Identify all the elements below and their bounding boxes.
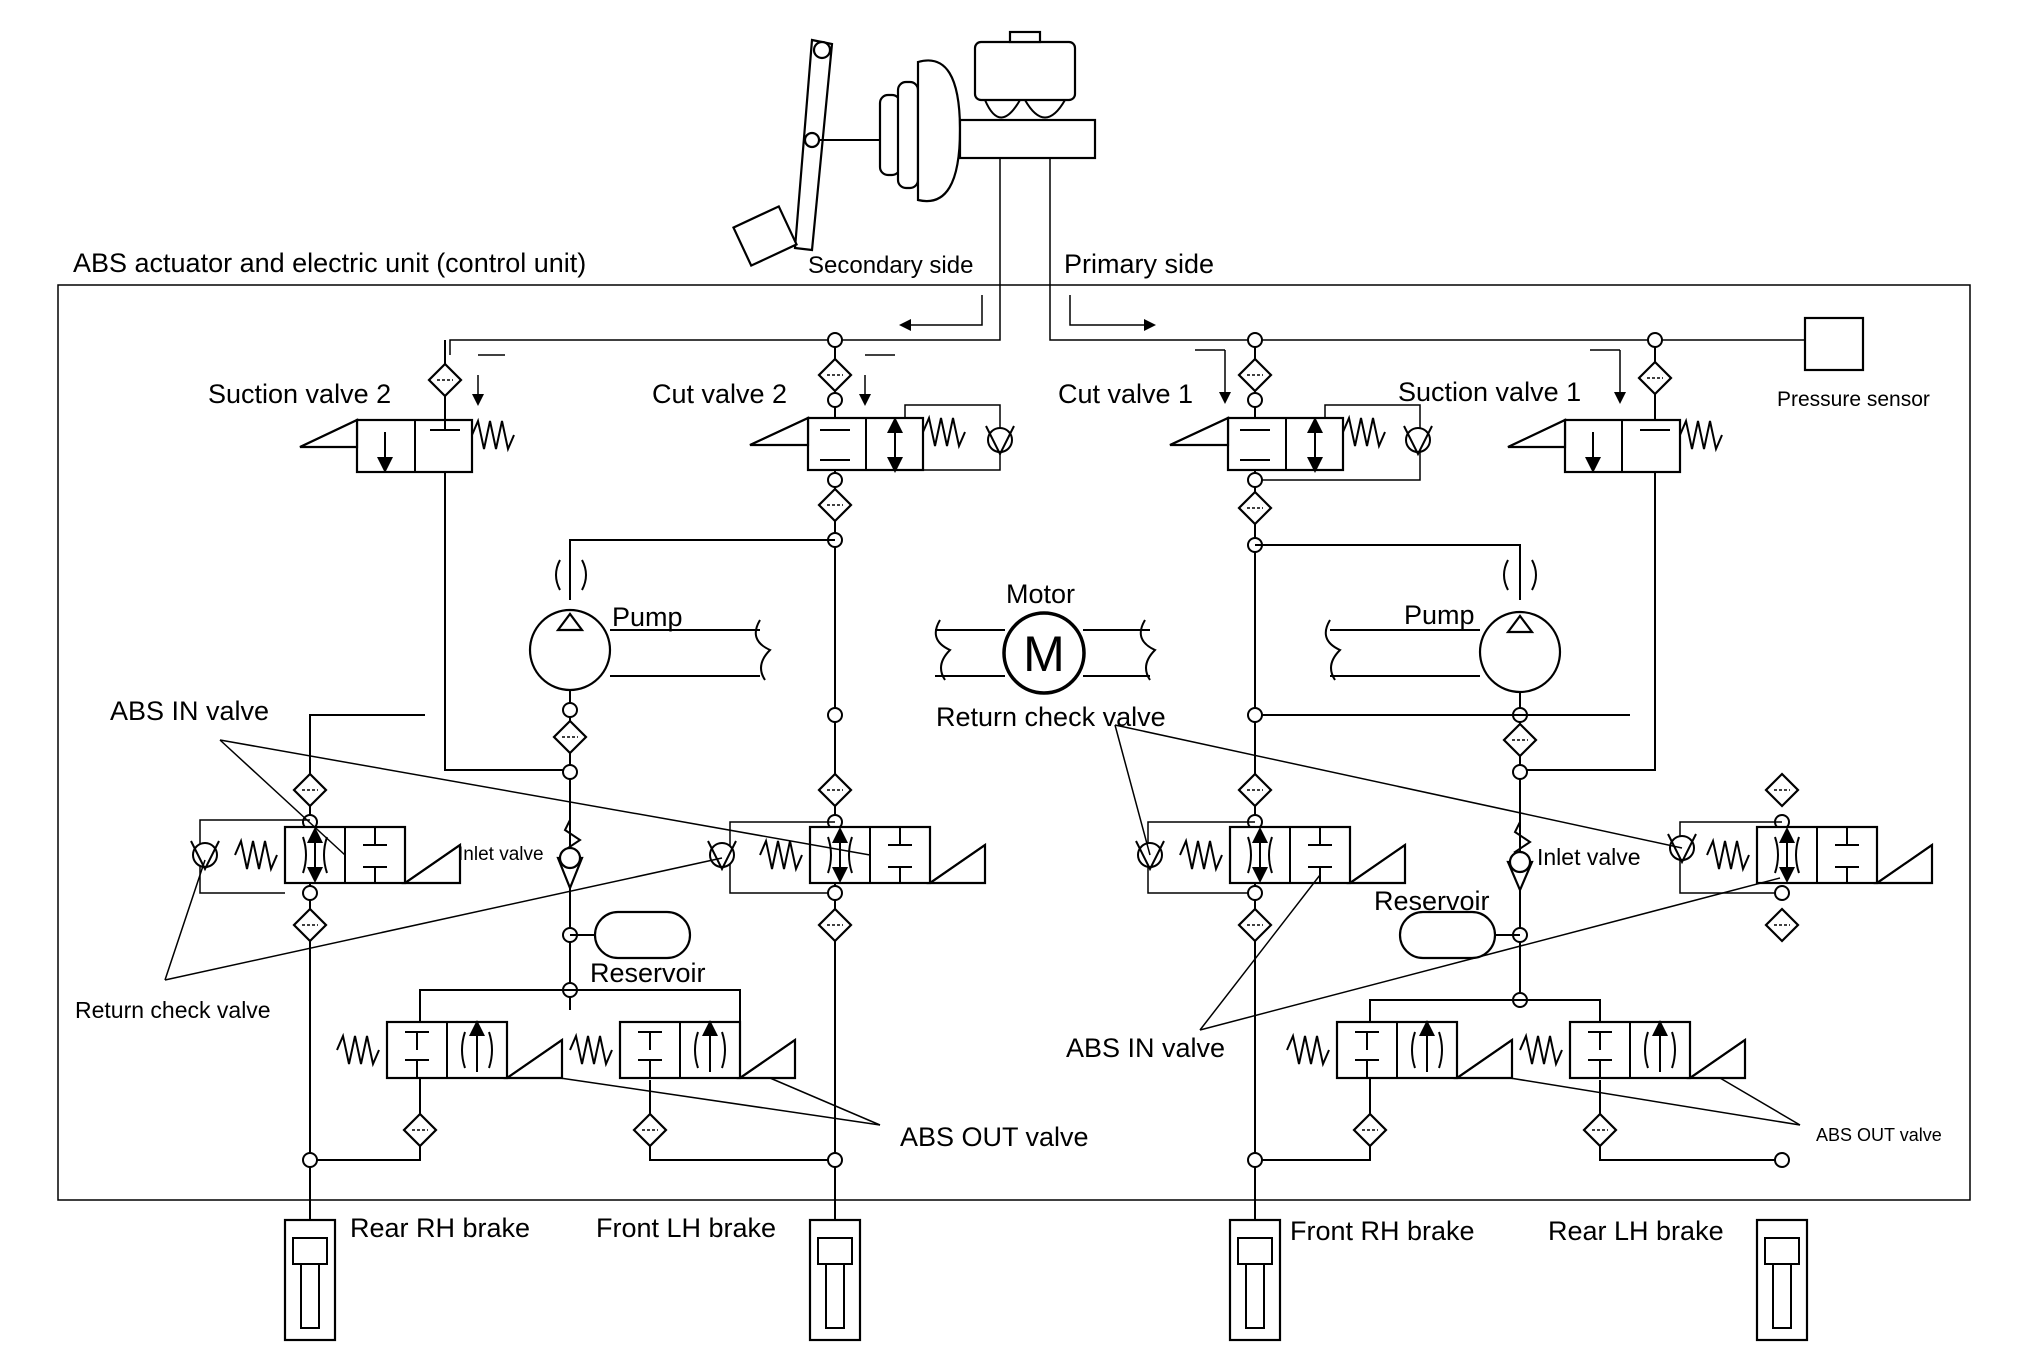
suction-valve-2-label: Suction valve 2 — [208, 379, 391, 409]
primary-circuit — [1135, 332, 1932, 1225]
return-check-valve-left-label: Return check valve — [75, 997, 271, 1023]
motor-symbol-letter: M — [1023, 626, 1065, 682]
pump-right-label: Pump — [1404, 600, 1475, 630]
abs-in-valve-left-label: ABS IN valve — [110, 696, 269, 726]
callout-lines — [164, 724, 1801, 1126]
reservoir-left-label: Reservoir — [590, 958, 706, 988]
rear-lh-brake-label: Rear LH brake — [1548, 1216, 1724, 1246]
secondary-line — [449, 158, 1001, 355]
primary-line — [1049, 158, 1852, 341]
rear-rh-brake-label: Rear RH brake — [350, 1213, 530, 1243]
reservoir-right-label: Reservoir — [1374, 886, 1490, 916]
inlet-valve-right-label: Inlet valve — [1537, 844, 1641, 870]
pressure-sensor-label: Pressure sensor — [1777, 388, 1930, 411]
abs-unit-boundary — [57, 284, 1971, 1201]
return-check-valve-center-label: Return check valve — [936, 702, 1166, 732]
primary-side-label: Primary side — [1064, 249, 1214, 279]
abs-out-valve-left-label: ABS OUT valve — [900, 1122, 1089, 1152]
cut-valve-2-label: Cut valve 2 — [652, 379, 787, 409]
front-rh-brake-cylinder — [1228, 1218, 1282, 1342]
secondary-side-label: Secondary side — [808, 252, 973, 279]
front-rh-brake-label: Front RH brake — [1290, 1216, 1475, 1246]
abs-in-valve-right-label: ABS IN valve — [1066, 1033, 1225, 1063]
cut-valve-1-label: Cut valve 1 — [1058, 379, 1193, 409]
front-lh-brake-label: Front LH brake — [596, 1213, 776, 1243]
front-lh-brake-cylinder — [808, 1218, 862, 1342]
master-cylinder-assembly — [732, 30, 1097, 268]
pressure-sensor-box — [1803, 316, 1865, 372]
motor-symbol: M — [934, 611, 1157, 695]
rear-lh-brake-cylinder — [1755, 1218, 1809, 1342]
pump-left-label: Pump — [612, 602, 683, 632]
suction-valve-1-label: Suction valve 1 — [1398, 377, 1581, 407]
inlet-valve-left-label: Inlet valve — [458, 844, 544, 865]
rear-rh-brake-cylinder — [283, 1218, 337, 1342]
secondary-circuit — [190, 332, 1015, 1225]
abs-out-valve-right-label: ABS OUT valve — [1816, 1125, 1942, 1145]
unit-label: ABS actuator and electric unit (control … — [73, 248, 586, 278]
motor-label: Motor — [1006, 579, 1075, 609]
